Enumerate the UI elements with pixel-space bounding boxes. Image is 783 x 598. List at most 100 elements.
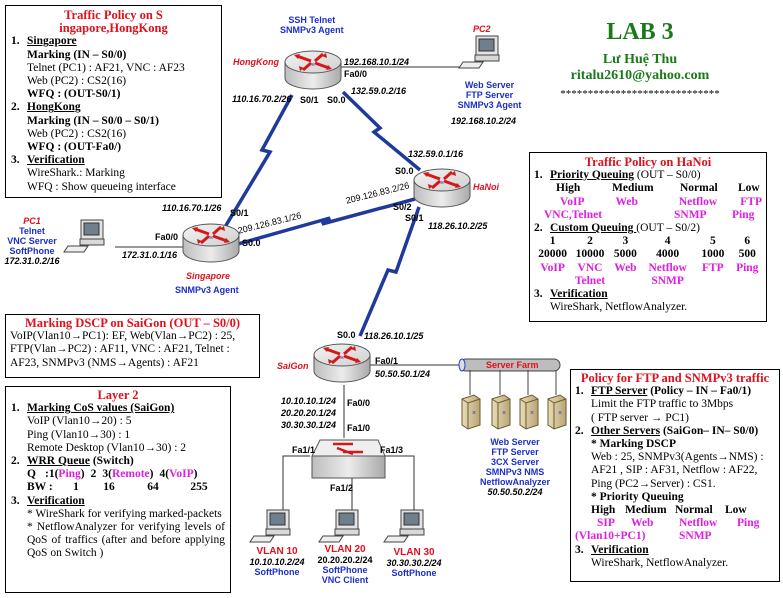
server-role: FTP Server [491,447,539,457]
box-traffic-policy-hanoi: Traffic Policy on HaNoi 1.Priority Queui… [529,152,767,322]
cq-class: Netflow [648,261,687,274]
vlan-role: SoftPhone [322,565,368,575]
item-number: 1. [11,402,20,415]
saigon-name: SaiGon [277,361,309,371]
vlan30-labels: VLAN 30 30.30.30.2/24 SoftPhone [382,548,446,579]
cq-class: VoIP [540,261,565,274]
switch-fa11: Fa1/1 [292,445,316,455]
singapore-fa00: Fa0/0 [155,232,179,242]
router-singapore-icon[interactable] [181,222,241,264]
policy-line: Web (PC2) : CS2(16) [27,75,127,88]
cq-queue: 2 [587,235,593,248]
wrr-bw-value: 1 [73,481,79,494]
pq-class: Netflow [678,195,718,208]
pc2-name: PC2 [473,24,491,34]
router-hanoi-icon[interactable] [412,167,472,209]
item-number: 2. [11,455,20,468]
dscp-line: FTP(Vlan→PC2) : AF11, VNC : AF21, Telnet… [10,343,230,356]
pc1-icon[interactable] [63,219,105,253]
ver-line: * WireShark for verifying marked-packets [27,507,222,520]
cos-line: VoIP (Vlan10→20) : 5 [27,415,132,428]
pq-heading: Priority Queuing [550,169,635,182]
pq-level: Medium [625,504,667,517]
pc2-role: FTP Server [465,90,514,100]
vlan20-pc-icon[interactable] [318,509,360,543]
hanoi-s00: S0.0 [395,166,414,176]
box-traffic-policy-sg-hk: Traffic Policy on S ingapore,HongKong 1.… [5,5,222,198]
item-number: 1. [575,385,584,398]
vlan-name: VLAN 20 [324,544,366,555]
pc1-name: PC1 [23,216,41,226]
policy-line: Telnet (PC1) : AF21, VNC : AF23 [27,61,185,74]
cos-heading: Marking CoS values (SaiGon) [27,402,175,415]
hongkong-s00: S0.0 [327,95,346,105]
pq-level: High [556,182,581,195]
item-number: 2. [575,424,584,437]
cq-bytes-value: 10000 [575,248,605,261]
switch-fa13: Fa1/3 [380,445,404,455]
server-icon [461,394,481,430]
wrr-queue-class: Ping [58,468,81,481]
link-switch-vlan30 [378,455,415,515]
vlan-name: VLAN 10 [256,546,298,557]
server-role: 3CX Server [490,457,540,467]
hongkong-s00-ip: 132.59.0.2/16 [351,86,407,96]
cq-class [733,275,762,288]
cq-queue: 4 [664,235,671,248]
cq-queue: 3 [622,235,629,248]
item-heading: Verification [27,154,85,167]
vlan10-labels: VLAN 10 10.10.10.2/24 SoftPhone [247,546,307,578]
wrr-suffix: (Switch) [89,455,134,468]
saigon-fa00: Fa0/0 [347,398,371,408]
item-number: 3. [534,288,543,301]
pc1-role: Telnet [19,226,45,236]
wrr-queue-class: VoIP [169,468,194,481]
hongkong-name: HongKong [233,57,279,67]
switch-icon[interactable] [311,439,386,479]
cos-line: Remote Desktop (Vlan10→30) : 2 [27,441,187,454]
policy-line: WFQ : (OUT-Fa0/) [27,141,122,154]
ftp-iface: (Policy – IN – Fa0/1) [647,385,752,398]
author-name: Lư Huệ Thu [602,52,678,67]
singapore-fa00-ip: 172.31.0.1/16 [122,250,178,260]
hongkong-fa00-ip: 192.168.10.1/24 [344,57,410,67]
pq-class: Netflow [679,517,718,530]
wrr-queue-end: ) [80,468,85,481]
hanoi-name: HaNoi [473,182,500,192]
wrr-queue-num: :1( [45,468,59,481]
vlan-ip: 30.30.30.2/24 [386,558,442,568]
wrr-queue-class: Remote [111,468,150,481]
ver-heading: Verification [591,543,649,556]
vlan30-pc-icon[interactable] [383,509,425,543]
cq-class: SNMP [651,274,684,287]
pq-level: Normal [680,182,718,195]
pq-level: Low [738,182,760,195]
policy-line: Web (PC2) : CS2(16) [27,127,127,140]
marking-line: Web : 25, SNMPv3(Agents→NMS) : [591,451,764,464]
pq-level: Low [725,504,747,517]
lab-header: LAB 3 Lư Huệ Thu ritalu2610@yahoo.com [565,18,715,84]
switch-fa12: Fa1/2 [330,483,354,493]
wrr-queue-num: 2 [90,468,97,481]
pc1-role: VNC Server [7,236,57,246]
author-email: ritalu2610@yahoo.com [570,68,710,83]
wrr-queue-end: ) [193,468,198,481]
policy-line: WireShark.: Marking [27,167,125,180]
stars-divider: ***************************** [560,88,720,100]
server-farm-roles: Web Server FTP Server 3CX Server SMNPv3 … [470,437,560,497]
cq-bytes-value: 4000 [656,248,680,261]
router-saigon-icon[interactable] [312,342,372,384]
serial-link-hk-sg [220,94,294,233]
marking-heading: * Marking DSCP [591,438,676,451]
vlan10-pc-icon[interactable] [249,509,291,543]
singapore-name: Singapore [186,271,231,281]
pc2-icon[interactable] [458,35,500,69]
serial-link-sg-hn [237,197,416,246]
pc1-labels: PC1 Telnet VNC Server SoftPhone 172.31.0… [4,216,60,266]
ver-text: WireShark, NetflowAnalyzer. [591,556,729,569]
cq-class: Ping [736,261,759,274]
serial-link-hk-hn [341,90,422,172]
box-title: Policy for FTP and SNMPv3 traffic [580,371,770,385]
policy-line: WFQ : Show queueing interface [27,180,176,193]
router-hongkong-icon[interactable] [283,49,343,91]
